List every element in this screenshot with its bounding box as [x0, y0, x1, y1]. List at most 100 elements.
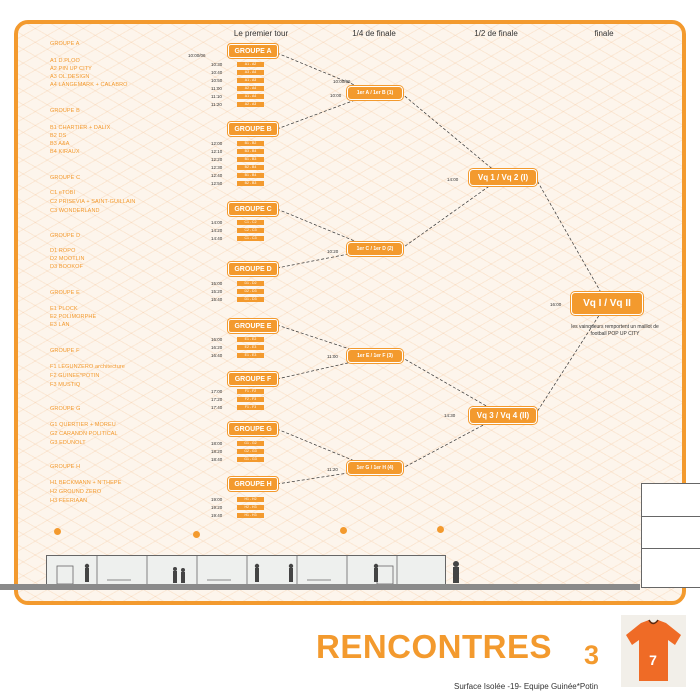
header-final: finale [594, 29, 614, 38]
match-time: 18:20 [211, 449, 223, 454]
match-box: B1 - B4 [237, 173, 264, 178]
match-box: B3 - B4 [237, 149, 264, 154]
team-f1: F1 LEGUNZERO architecture [50, 364, 125, 370]
match-time: 19:20 [211, 505, 223, 510]
page-number: 3 [584, 640, 600, 670]
match-time: 10:50 [211, 78, 223, 83]
quarter-final-3[interactable]: 1er E / 1er F (3) [348, 350, 402, 362]
quarter-final-1[interactable]: 1er A / 1er B (1) [348, 87, 402, 99]
quarter-2-time: 10:20 [327, 249, 339, 254]
jersey-image: 7 [621, 615, 686, 687]
group-b-title: GROUPE B [50, 108, 80, 114]
match-time: 14:40 [211, 236, 223, 241]
quarter-3-time: 11:00 [327, 354, 338, 359]
quarter-final-4[interactable]: 1er G / 1er H (4) [348, 462, 402, 474]
group-g-button[interactable]: GROUPE G [229, 423, 277, 435]
group-c-button[interactable]: GROUPE C [229, 203, 277, 215]
quarter-final-2[interactable]: 1er C / 1er D (2) [348, 243, 402, 255]
team-c3: C3 WONDERLAND [50, 208, 100, 214]
page-title: RENCONTRES [316, 628, 553, 665]
group-f-button[interactable]: GROUPE F [229, 373, 277, 385]
match-box: C1 - C3 [237, 236, 264, 241]
quarter-4-time: 11:20 [327, 467, 338, 472]
balloon-icon [54, 528, 61, 535]
ground-line [0, 584, 640, 590]
group-e-button[interactable]: GROUPE E [229, 320, 277, 332]
match-time: 11:20 [211, 102, 222, 107]
match-box: F1 - F3 [237, 405, 264, 410]
match-time: 15:20 [211, 289, 223, 294]
match-time: 10:30 [211, 62, 223, 67]
match-box: H2 - H3 [237, 505, 264, 510]
team-e3: E3 LAN [50, 322, 70, 328]
group-f-title: GROUPE F [50, 348, 80, 354]
team-c2: C2 PRISEVIA + SAINT-GUILLAIN [50, 199, 136, 205]
building-illustration [641, 483, 700, 588]
header-semi-final: 1/2 de finale [474, 29, 518, 38]
team-d3: D3 BOOKOF [50, 264, 83, 270]
team-g2: G2 CARANDN POLITICAL [50, 431, 118, 437]
prize-note: les vainqueurs remportent un maillot de … [571, 324, 659, 337]
bracket-panel [14, 20, 686, 605]
match-time: 12:30 [211, 165, 223, 170]
final-time: 16:00 [550, 302, 562, 307]
match-box: F2 - F3 [237, 397, 264, 402]
match-box: D1 - D2 [237, 281, 264, 286]
semi-2-time: 14:30 [444, 413, 456, 418]
match-time: 12:10 [211, 149, 223, 154]
balloon-icon [340, 527, 347, 534]
match-time: 15:40 [211, 297, 223, 302]
team-b2: B2 DS [50, 133, 67, 139]
match-time: 14:20 [211, 228, 223, 233]
match-time: 16:20 [211, 345, 223, 350]
team-g3: G3 EDUNOLT [50, 440, 86, 446]
quarter-1-time: 10:00 [330, 93, 342, 98]
match-box: G1 - G2 [237, 441, 264, 446]
group-b-button[interactable]: GROUPE B [229, 123, 277, 135]
footer-caption: Surface Isolée -19- Equipe Guinée*Potin [454, 682, 599, 691]
team-f3: F3 MUSTIQ [50, 382, 81, 388]
semi-1-time: 14:00 [447, 177, 459, 182]
match-box: G1 - G3 [237, 457, 264, 462]
match-time: 16:00 [211, 337, 223, 342]
match-box: D2 - D3 [237, 289, 264, 294]
match-box: A2 - A4 [237, 86, 264, 91]
team-a2: A2 PIN UP CITY [50, 66, 92, 72]
balloon-icon [437, 526, 444, 533]
group-c-title: GROUPE C [50, 175, 81, 181]
match-time: 14:00 [211, 220, 223, 225]
match-box: H1 - H3 [237, 513, 264, 518]
team-a4: A4 LANGEMARK + CALABRO [50, 82, 128, 88]
group-a-button[interactable]: GROUPE A [229, 45, 277, 57]
team-b4: B4 KIRAUX [50, 149, 80, 155]
match-time: 11:10 [211, 94, 222, 99]
group-a-first-time: 10:00/06 [188, 53, 206, 58]
match-box: E2 - E3 [237, 345, 264, 350]
match-time: 17:20 [211, 397, 223, 402]
final-match[interactable]: Vq I / Vq II [572, 293, 642, 314]
team-h1: H1 BECKMANN + N'THEPE [50, 480, 122, 486]
team-h3: H3 FEERIAAN [50, 498, 88, 504]
semi-final-1[interactable]: Vq 1 / Vq 2 (I) [470, 170, 536, 185]
match-time: 12:00 [211, 141, 223, 146]
team-d1: D1 ROPO [50, 248, 76, 254]
match-box: C2 - C3 [237, 228, 264, 233]
match-time: 19:40 [211, 513, 223, 518]
group-d-button[interactable]: GROUPE D [229, 263, 277, 275]
match-box: H1 - H2 [237, 497, 264, 502]
team-h2: H2 GROUND ZERO [50, 489, 102, 495]
semi-final-2[interactable]: Vq 3 / Vq 4 (II) [470, 408, 536, 423]
football-field-illustration [46, 555, 446, 586]
match-box: F1 - F2 [237, 389, 264, 394]
match-time: 17:00 [211, 389, 223, 394]
header-quarter-final: 1/4 de finale [352, 29, 396, 38]
group-h-button[interactable]: GROUPE H [229, 478, 277, 490]
quarter-1-time-2: 10:00/06 [333, 79, 351, 84]
team-f2: F2 GUINEE*POTIN [50, 373, 100, 379]
match-box: E1 - E2 [237, 337, 264, 342]
match-box: A2 - A3 [237, 102, 264, 107]
match-box: B2 - B3 [237, 181, 264, 186]
header-first-round: Le premier tour [233, 29, 289, 38]
match-time: 18:00 [211, 441, 223, 446]
match-time: 11:00 [211, 86, 222, 91]
